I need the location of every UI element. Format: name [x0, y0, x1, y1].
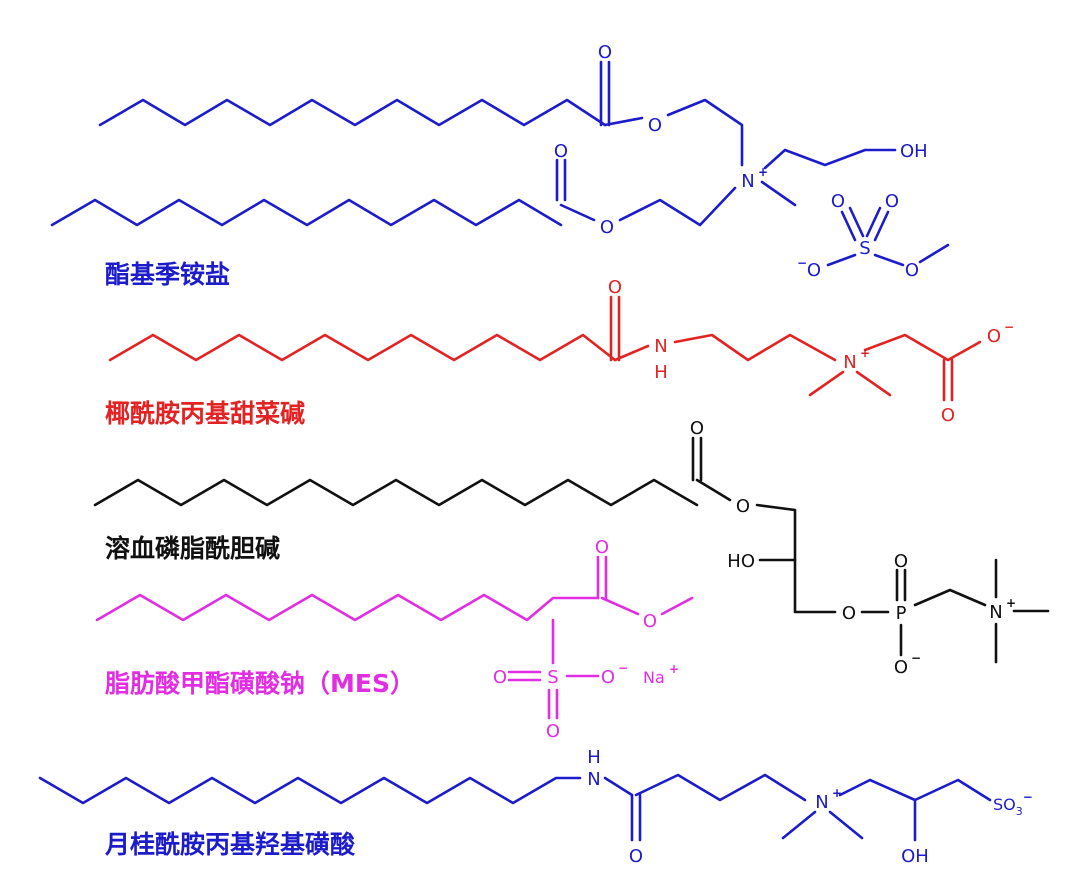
sulfate-bond-top-left-b: [848, 206, 865, 238]
sultaine-n: N: [815, 792, 828, 813]
mes-methyl: [660, 596, 694, 616]
betaine-n: N: [843, 352, 856, 373]
mes-o-carbonyl: O: [595, 537, 609, 558]
sulfate-o-top-left: O: [831, 191, 845, 212]
sulfate-o-top-right: O: [885, 191, 899, 212]
lpc-glycerol: [755, 503, 837, 614]
mes-na-charge: +: [669, 662, 679, 676]
sultaine-o-carbonyl: O: [629, 846, 643, 867]
lpc-chain: [93, 478, 699, 507]
ester-quat-bond-2: [559, 203, 596, 222]
ester-quat-chain-2: [50, 198, 563, 227]
ester-quat-name: 酯基季铵盐: [105, 260, 230, 289]
lpc-name: 溶血磷脂酰胆碱: [105, 534, 280, 563]
mes-s: S: [547, 667, 558, 688]
betaine-amide-h: H: [654, 362, 668, 383]
lpc-o-phosphate: O: [842, 603, 856, 624]
sultaine-so3-charge: −: [1023, 790, 1033, 804]
sulfate-bond-o-methyl: [873, 253, 905, 267]
molecule-cocamidopropyl-betaine: O N H N + O − O 椰酰胺丙基甜菜碱: [105, 277, 1014, 428]
ester-quat-n: N: [741, 171, 754, 192]
betaine-n-methyl-1: [808, 370, 845, 397]
sultaine-propyl: [634, 773, 807, 802]
betaine-o-minus: O: [987, 326, 1001, 347]
sultaine-hydroxypropyl: [838, 778, 992, 802]
betaine-amide-n: N: [654, 336, 667, 357]
sultaine-n-methyl-2: [828, 810, 864, 840]
mes-ester-bond: [600, 596, 640, 616]
ester-quat-linker-1: [666, 98, 744, 167]
ester-quat-bond: [603, 116, 644, 127]
ester-quat-linker-2: [618, 186, 737, 227]
sultaine-oh: OH: [901, 846, 929, 867]
mes-chain: [95, 593, 600, 622]
lpc-p: P: [896, 603, 907, 624]
sultaine-n-charge: +: [832, 786, 842, 800]
sultaine-name: 月桂酰胺丙基羟基磺酸: [104, 830, 356, 859]
betaine-name: 椰酰胺丙基甜菜碱: [105, 399, 305, 428]
betaine-n-charge: +: [860, 346, 870, 360]
lpc-choline: [913, 588, 987, 607]
lpc-ester-bond: [695, 478, 732, 502]
lpc-ho: HO: [727, 551, 755, 572]
mes-na: Na: [643, 668, 665, 687]
sultaine-amide-bond: [603, 776, 634, 797]
sulfate-bond-top-right: [865, 206, 882, 238]
ester-quat-o-ester-2: O: [600, 217, 614, 238]
mes-s-o-left: O: [493, 667, 507, 688]
betaine-o-carbonyl-2: O: [941, 405, 955, 426]
sultaine-so3: SO3−: [993, 790, 1033, 818]
sultaine-amide-n: N: [587, 769, 600, 790]
sultaine-chain: [38, 776, 582, 805]
molecule-ester-quat: O O O O N + OH S O O − O O 酯基季铵盐: [50, 42, 950, 289]
sulfate-o-minus: O: [807, 260, 821, 281]
mes-name: 脂肪酸甲酯磺酸钠（MES）: [105, 669, 415, 698]
lpc-p-o-minus-charge: −: [911, 651, 921, 665]
mes-s-o-bottom: O: [546, 721, 560, 742]
lpc-p-o-top: O: [894, 551, 908, 572]
ester-quat-n-methyl: [760, 180, 797, 207]
sulfate-bond-top-left: [840, 210, 857, 242]
betaine-o-minus-charge: −: [1004, 320, 1014, 334]
lpc-o-ester: O: [736, 496, 750, 517]
sultaine-so3-symbol: SO: [993, 795, 1016, 814]
sulfate-o-methyl: O: [905, 260, 919, 281]
betaine-carboxymethyl: [863, 333, 982, 362]
sulfate-methyl: [918, 243, 950, 264]
ester-quat-o-carbonyl-2: O: [554, 141, 568, 162]
betaine-amide-bond: [613, 344, 650, 362]
lpc-n: N: [989, 602, 1002, 623]
mes-s-o-minus-charge: −: [618, 661, 628, 675]
sulfate-bond-o-minus: [826, 253, 857, 267]
betaine-propyl: [673, 333, 837, 362]
sulfate-s: S: [859, 238, 870, 259]
lpc-o-carbonyl: O: [690, 418, 704, 439]
ester-quat-o-carbonyl-1: O: [598, 42, 612, 63]
ester-quat-n-charge: +: [758, 165, 768, 179]
mes-s-o-minus: O: [601, 667, 615, 688]
ester-quat-hydroxyethyl: [763, 148, 897, 170]
betaine-chain: [108, 333, 617, 362]
molecule-mes: O O S O O O − Na + 脂肪酸甲酯磺酸钠（MES）: [95, 537, 694, 742]
sulfate-o-minus-charge: −: [797, 256, 807, 270]
sultaine-n-methyl-1: [781, 810, 817, 840]
lpc-p-o-minus: O: [894, 657, 908, 678]
ester-quat-oh: OH: [900, 141, 928, 162]
ester-quat-chain-1: [98, 98, 607, 127]
mes-o-ester: O: [643, 611, 657, 632]
lpc-n-charge: +: [1006, 596, 1016, 610]
molecule-lysophosphatidylcholine: O O HO O P O O − N + 溶血磷脂酰胆碱: [93, 418, 1050, 678]
sultaine-so3-subscript: 3: [1016, 805, 1023, 818]
ester-quat-o-ester-1: O: [648, 115, 662, 136]
sulfate-bond-top-right-b: [873, 210, 890, 242]
sultaine-amide-h: H: [587, 747, 601, 768]
betaine-o-carbonyl: O: [608, 277, 622, 298]
betaine-n-methyl-2: [855, 370, 892, 397]
molecule-hydroxysultaine: H N O N + OH SO3− 月桂酰胺丙基羟基磺酸: [38, 747, 1033, 867]
